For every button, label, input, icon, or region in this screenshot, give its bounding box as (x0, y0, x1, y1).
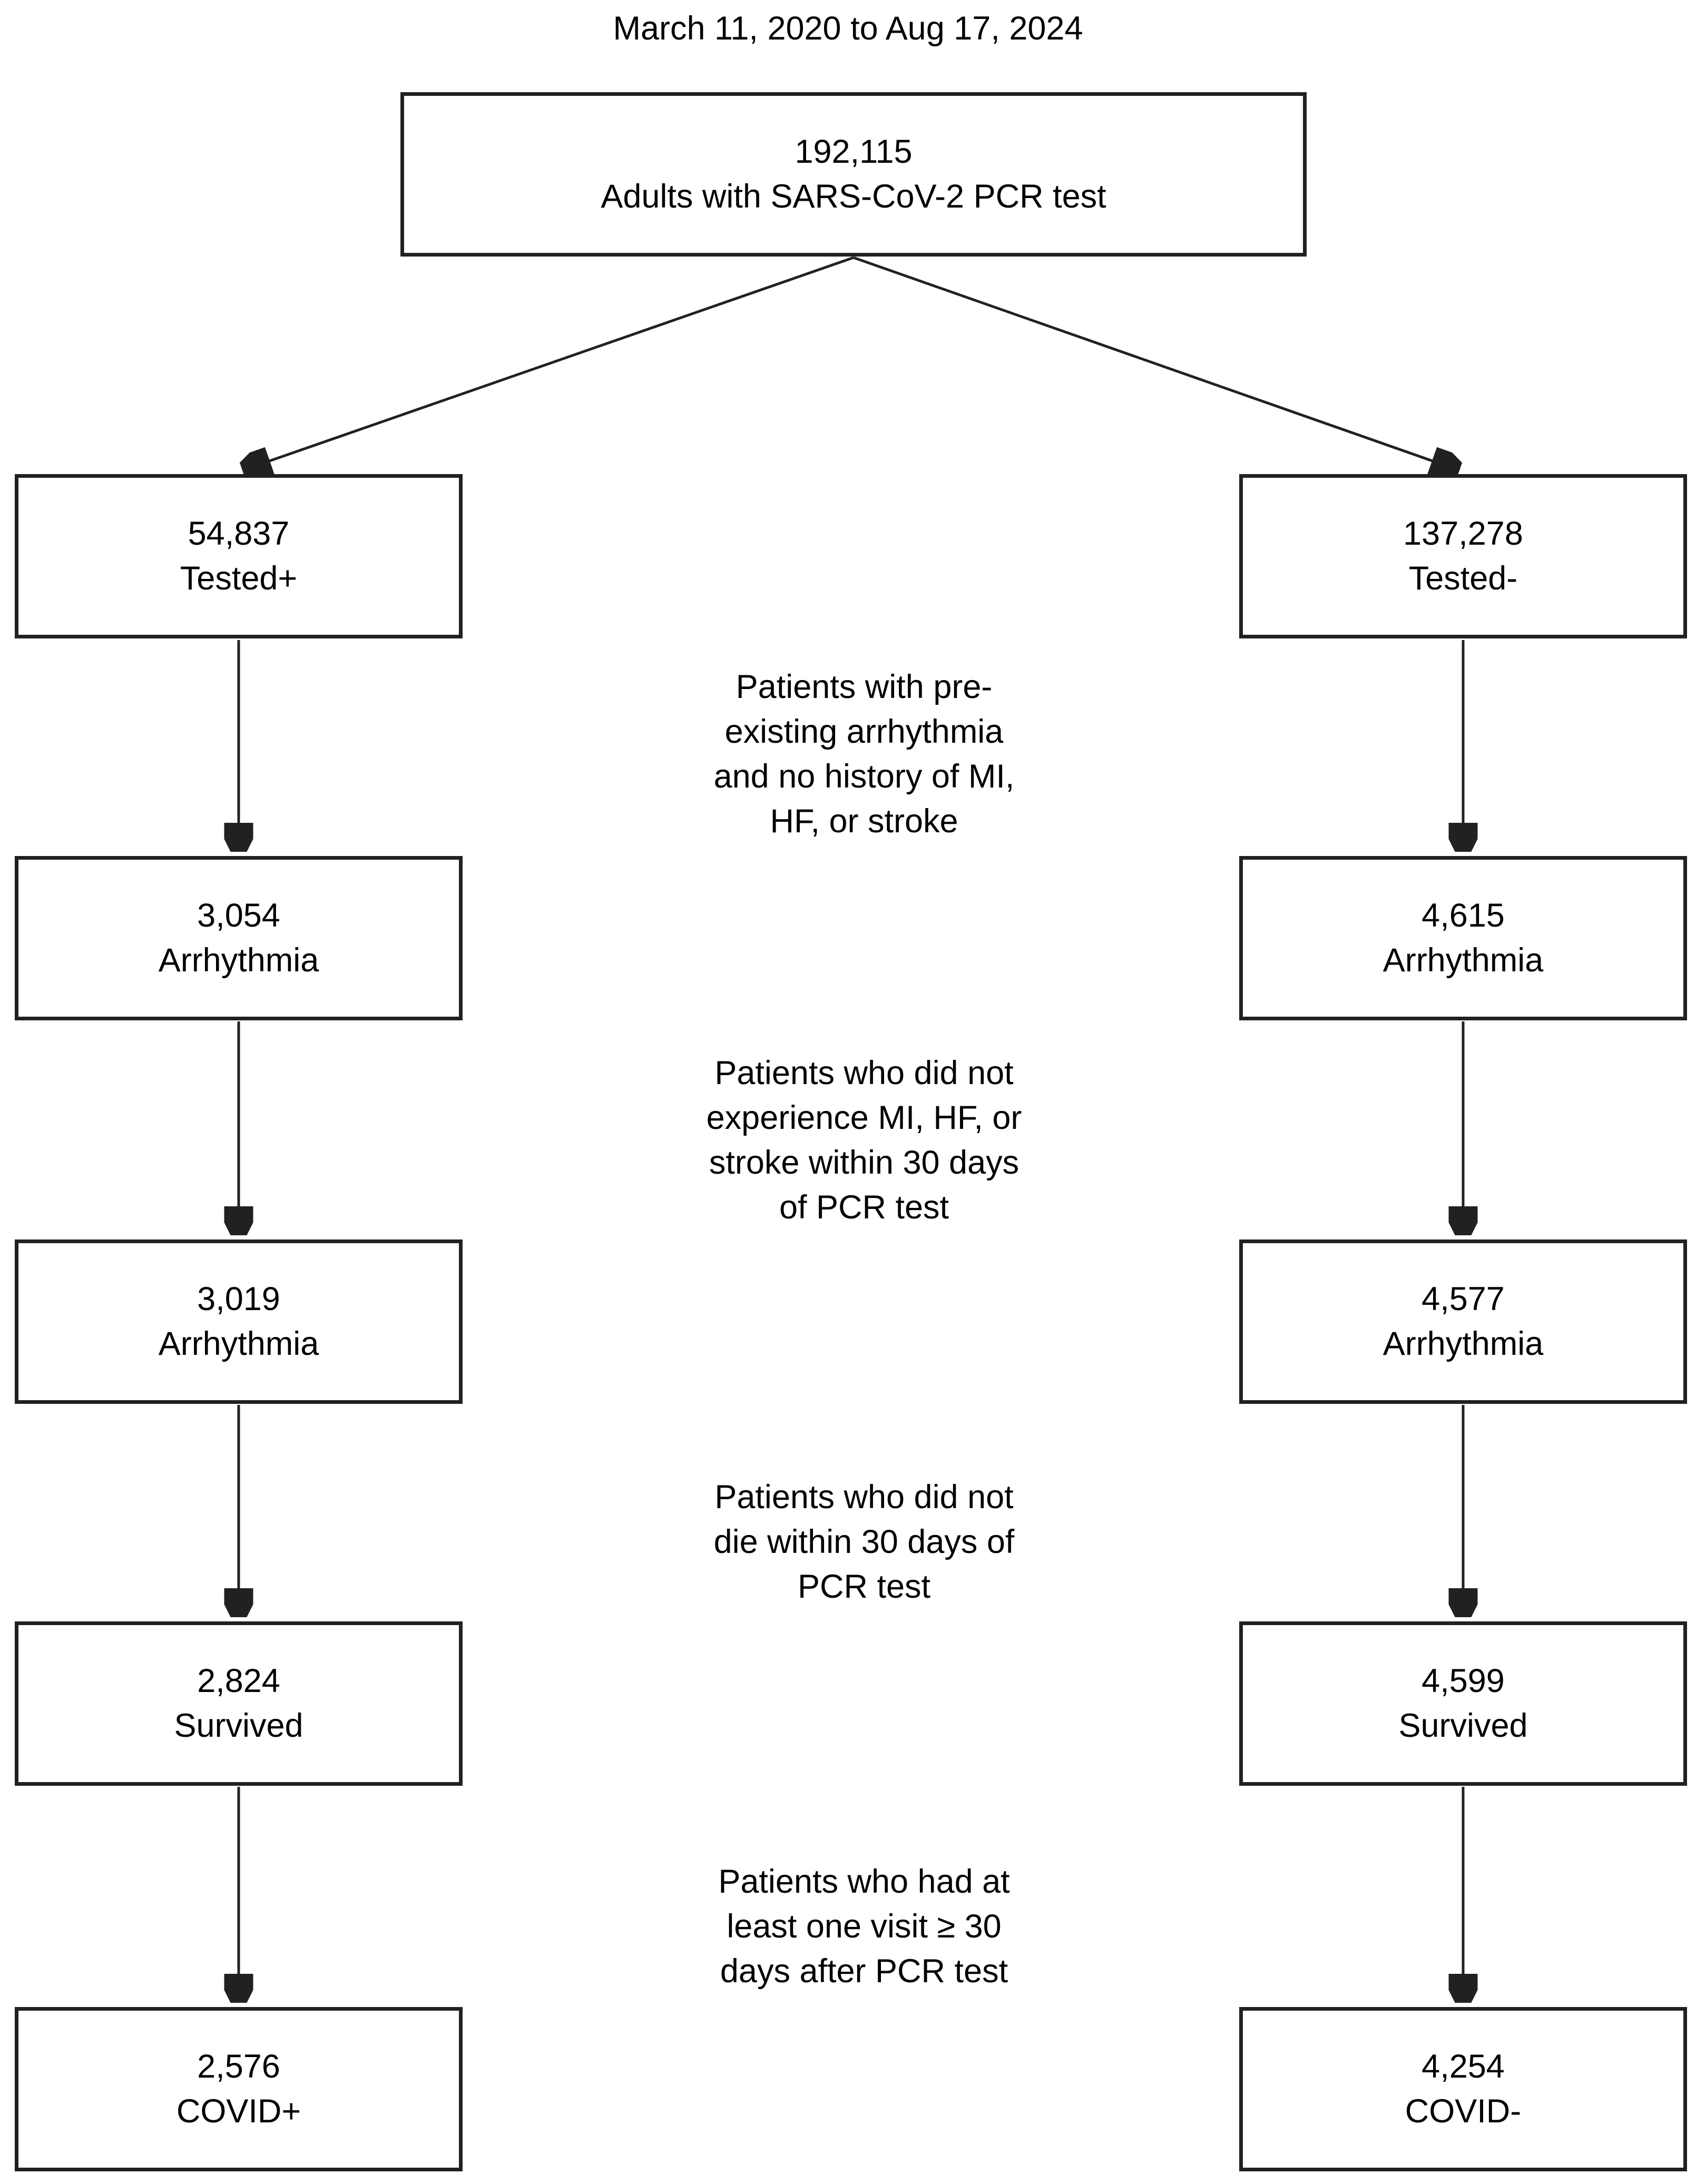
box-arrhythmia-30d-positive-label: Arrhythmia (158, 1325, 319, 1362)
box-covid-positive-label: COVID+ (176, 2093, 301, 2130)
box-total-pcr-label: Adults with SARS-CoV-2 PCR test (601, 178, 1106, 215)
box-arrhythmia-30d-positive-count: 3,019 (197, 1281, 280, 1317)
box-survived-positive: 2,824 Survived (15, 1621, 463, 1786)
box-survived-positive-label: Survived (174, 1707, 303, 1744)
date-range-title: March 11, 2020 to Aug 17, 2024 (613, 10, 1083, 47)
box-survived-negative-count: 4,599 (1421, 1662, 1505, 1699)
box-arrhythmia-30d-negative-label: Arrhythmia (1383, 1325, 1544, 1362)
box-arrhythmia-30d-negative-count: 4,577 (1421, 1281, 1505, 1317)
arrow-root-to-tested-positive (242, 256, 854, 470)
box-covid-positive: 2,576 COVID+ (15, 2007, 463, 2171)
box-arrhythmia-positive-count: 3,054 (197, 897, 280, 934)
box-tested-negative-count: 137,278 (1403, 515, 1523, 552)
box-arrhythmia-30d-positive: 3,019 Arrhythmia (15, 1239, 463, 1404)
box-survived-negative: 4,599 Survived (1239, 1621, 1687, 1786)
box-tested-negative: 137,278 Tested- (1239, 474, 1687, 638)
box-total-pcr-count: 192,115 (795, 133, 913, 170)
box-arrhythmia-negative: 4,615 Arrhythmia (1239, 856, 1687, 1020)
annotation-no-mi-hf-stroke-30d: Patients who did not experience MI, HF, … (706, 1055, 1022, 1226)
box-arrhythmia-negative-label: Arrhythmia (1383, 942, 1544, 979)
box-tested-positive-count: 54,837 (188, 515, 290, 552)
box-tested-positive-label: Tested+ (180, 560, 298, 597)
box-tested-positive: 54,837 Tested+ (15, 474, 463, 638)
box-arrhythmia-negative-count: 4,615 (1421, 897, 1505, 934)
annotation-visit-30d-after: Patients who had at least one visit ≥ 30… (718, 1863, 1010, 1990)
box-total-pcr: 192,115 Adults with SARS-CoV-2 PCR test (400, 92, 1307, 257)
arrow-root-to-tested-negative (853, 256, 1459, 470)
box-arrhythmia-positive-label: Arrhythmia (158, 942, 319, 979)
box-arrhythmia-positive: 3,054 Arrhythmia (15, 856, 463, 1020)
annotation-preexisting-arrhythmia: Patients with pre- existing arrhythmia a… (713, 668, 1015, 840)
annotation-no-death-30d: Patients who did not die within 30 days … (713, 1479, 1015, 1605)
box-covid-negative: 4,254 COVID- (1239, 2007, 1687, 2171)
box-covid-positive-count: 2,576 (197, 2048, 280, 2085)
box-covid-negative-count: 4,254 (1421, 2048, 1505, 2085)
box-tested-negative-label: Tested- (1408, 560, 1518, 597)
box-survived-negative-label: Survived (1398, 1707, 1528, 1744)
box-covid-negative-label: COVID- (1405, 2093, 1522, 2130)
box-survived-positive-count: 2,824 (197, 1662, 280, 1699)
box-arrhythmia-30d-negative: 4,577 Arrhythmia (1239, 1239, 1687, 1404)
